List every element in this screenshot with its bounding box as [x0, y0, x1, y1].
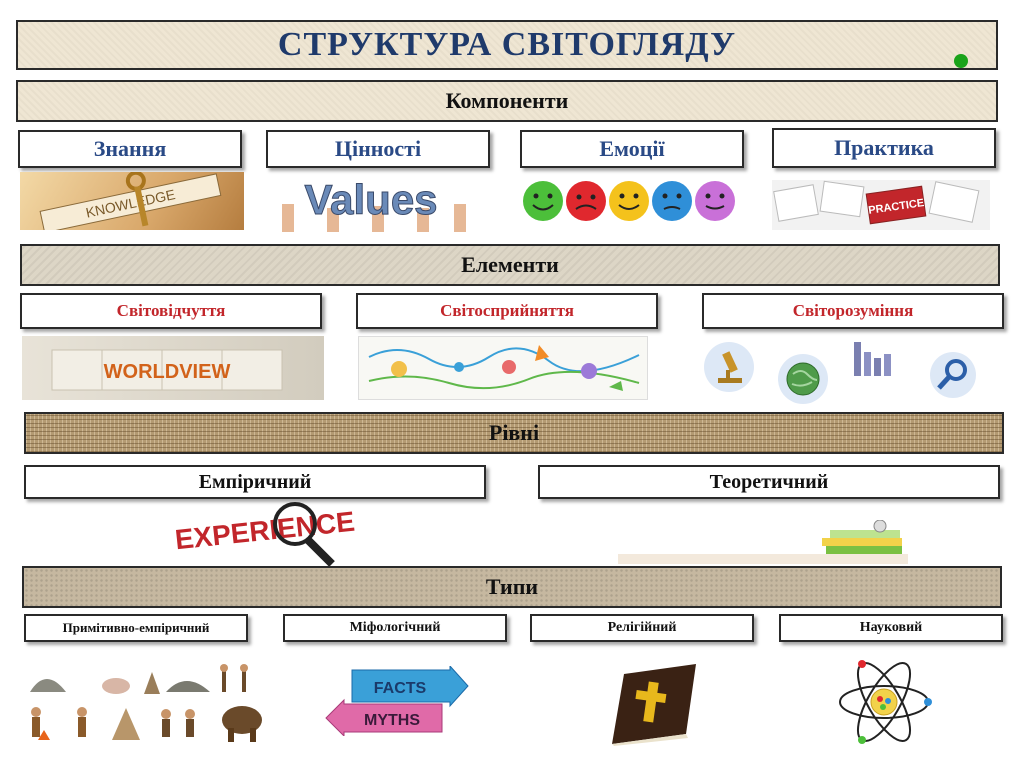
- elements-header: Елементи: [20, 244, 1000, 286]
- books-clock-icon: [618, 520, 908, 564]
- type-scientific: Науковий: [779, 614, 1003, 642]
- levels-header: Рівні: [24, 412, 1004, 454]
- page-title: СТРУКТУРА СВІТОГЛЯДУ: [278, 26, 736, 64]
- element-worldperception-label: Світосприйняття: [440, 301, 574, 321]
- component-emotions: Емоції: [520, 130, 744, 168]
- component-practice-label: Практика: [834, 135, 934, 161]
- components-header: Компоненти: [16, 80, 998, 122]
- levels-header-label: Рівні: [489, 420, 539, 446]
- component-knowledge-label: Знання: [94, 136, 167, 162]
- myths-text: MYTHS: [364, 712, 420, 729]
- emotion-faces-icon: [520, 178, 738, 224]
- level-empirical: Емпіричний: [24, 465, 486, 499]
- globe-icon: [778, 354, 828, 404]
- type-religious-label: Релігійний: [608, 620, 677, 636]
- level-theoretical: Теоретичний: [538, 465, 1000, 499]
- type-religious: Релігійний: [530, 614, 754, 642]
- magnifier-icon: [930, 352, 976, 398]
- type-primitive-empirical: Примітивно-емпіричний: [24, 614, 248, 642]
- level-empirical-label: Емпіричний: [199, 471, 312, 494]
- experience-text: EXPERIENCE: [173, 506, 356, 556]
- type-scientific-label: Науковий: [860, 620, 922, 636]
- element-worldunderstanding-label: Світорозуміння: [793, 301, 914, 321]
- knowledge-text: KNOWLEDGE: [84, 186, 176, 221]
- facts-myths-arrows-icon: FACTS MYTHS: [322, 666, 472, 736]
- microscope-icon: [704, 342, 754, 392]
- component-practice: Практика: [772, 128, 996, 168]
- bar-chart-icon: [850, 338, 900, 382]
- worldview-text: WORLDVIEW: [104, 361, 231, 383]
- experience-magnifier-icon: EXPERIENCE: [130, 502, 400, 566]
- component-emotions-label: Емоції: [599, 136, 664, 162]
- practice-cubes-icon: PRACTICE: [772, 180, 990, 230]
- knowledge-key-icon: KNOWLEDGE: [20, 172, 244, 230]
- components-header-label: Компоненти: [446, 88, 569, 114]
- component-values: Цінності: [266, 130, 490, 168]
- facts-text: FACTS: [374, 680, 427, 697]
- elements-header-label: Елементи: [461, 252, 559, 278]
- primitive-people-icon: [26, 656, 270, 746]
- element-worldperception: Світосприйняття: [356, 293, 658, 329]
- type-mythological: Міфологічний: [283, 614, 507, 642]
- green-dot: [954, 54, 968, 68]
- type-mythological-label: Міфологічний: [350, 620, 441, 636]
- element-worldfeeling: Світовідчуття: [20, 293, 322, 329]
- bible-cross-icon: [604, 664, 708, 746]
- component-knowledge: Знання: [18, 130, 242, 168]
- element-worldunderstanding: Світорозуміння: [702, 293, 1004, 329]
- type-primitive-empirical-label: Примітивно-емпіричний: [63, 620, 210, 636]
- types-header: Типи: [22, 566, 1002, 608]
- values-text: Values: [304, 176, 437, 223]
- worldview-puzzle-icon: WORLDVIEW: [22, 336, 324, 400]
- sketchnote-icon: [358, 336, 648, 400]
- types-header-label: Типи: [486, 574, 538, 600]
- values-hands-icon: Values: [272, 174, 470, 232]
- atom-icon: [836, 654, 932, 750]
- component-values-label: Цінності: [335, 136, 421, 162]
- level-theoretical-label: Теоретичний: [710, 471, 829, 494]
- title-bar: СТРУКТУРА СВІТОГЛЯДУ: [16, 20, 998, 70]
- element-worldfeeling-label: Світовідчуття: [117, 301, 226, 321]
